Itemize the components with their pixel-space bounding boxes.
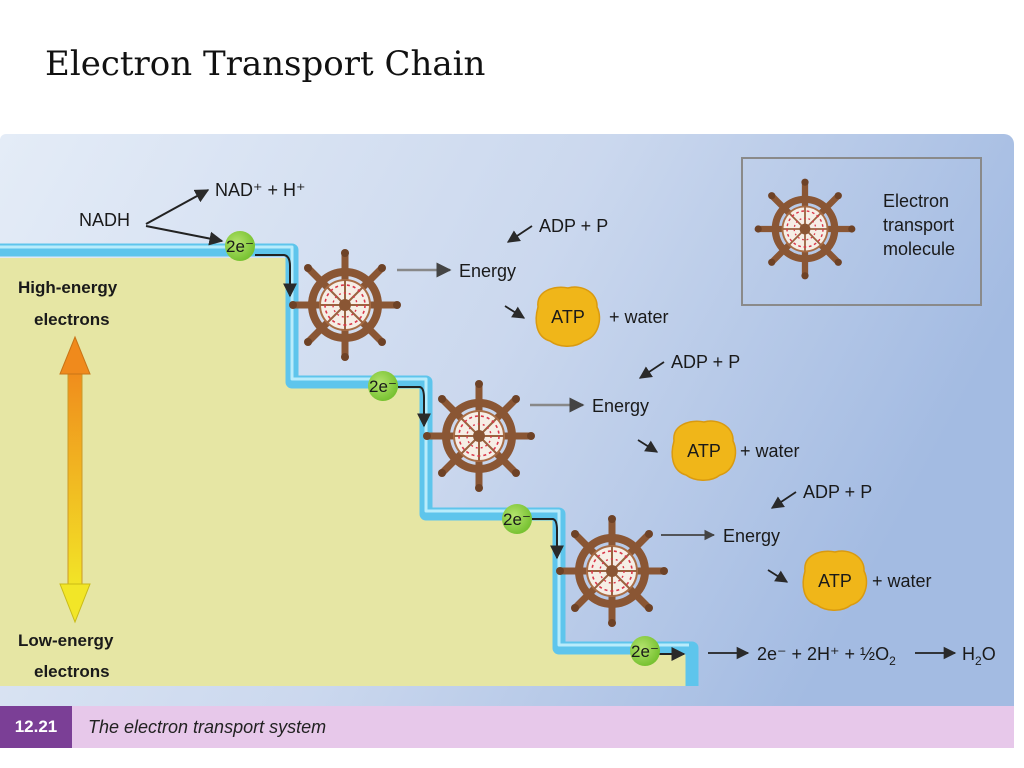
svg-text:+ water: + water [872, 571, 932, 591]
electron-4: 2e⁻ [630, 636, 660, 666]
svg-text:ATP: ATP [551, 307, 585, 327]
electron-1: 2e⁻ [225, 231, 255, 261]
svg-text:Energy: Energy [592, 396, 649, 416]
svg-text:Energy: Energy [459, 261, 516, 281]
nad-h-label: NAD⁺ + H⁺ [215, 180, 306, 200]
svg-text:2e⁻: 2e⁻ [369, 377, 397, 396]
svg-text:+ water: + water [609, 307, 669, 327]
electron-2: 2e⁻ [368, 371, 398, 401]
transport-wheel-2 [423, 380, 535, 492]
high-energy-label-2: electrons [34, 310, 110, 329]
page-title: Electron Transport Chain [45, 44, 486, 84]
svg-text:Energy: Energy [723, 526, 780, 546]
final-reaction: 2e⁻ + 2H⁺ + ½O2 H2O [708, 644, 996, 668]
energy-gradient-arrow [59, 335, 91, 624]
svg-text:ADP + P: ADP + P [539, 216, 608, 236]
svg-text:ATP: ATP [687, 441, 721, 461]
energy-group-3: Energy ADP + P ATP + water [661, 482, 932, 612]
svg-text:2e⁻: 2e⁻ [631, 642, 659, 661]
figure-caption: The electron transport system [88, 716, 327, 737]
electron-3: 2e⁻ [502, 504, 532, 534]
transport-wheel-1 [289, 249, 401, 361]
transport-wheel-3 [556, 515, 668, 627]
nadh-label: NADH [79, 210, 130, 230]
legend-box: Electron transport molecule [741, 157, 982, 306]
energy-group-1: Energy ADP + P ATP + water [397, 216, 669, 348]
legend-text: Electron transport molecule [883, 191, 956, 259]
svg-text:2e⁻ + 2H⁺ + ½O2: 2e⁻ + 2H⁺ + ½O2 [757, 644, 896, 668]
svg-text:ATP: ATP [818, 571, 852, 591]
svg-text:H2O: H2O [962, 644, 996, 668]
high-energy-label-1: High-energy [18, 278, 118, 297]
low-energy-label-2: electrons [34, 662, 110, 681]
caption-bar: 12.21 The electron transport system [0, 706, 1014, 748]
figure-number: 12.21 [0, 706, 72, 748]
electron-transport-figure: 2e⁻ 2e⁻ 2e⁻ 2e⁻ NADH NAD⁺ + H⁺ Energy AD… [0, 134, 1014, 706]
svg-text:2e⁻: 2e⁻ [226, 237, 254, 256]
svg-text:2e⁻: 2e⁻ [503, 510, 531, 529]
svg-text:+ water: + water [740, 441, 800, 461]
svg-text:ADP + P: ADP + P [671, 352, 740, 372]
low-energy-label-1: Low-energy [18, 631, 114, 650]
energy-group-2: Energy ADP + P ATP + water [530, 352, 800, 482]
svg-text:ADP + P: ADP + P [803, 482, 872, 502]
